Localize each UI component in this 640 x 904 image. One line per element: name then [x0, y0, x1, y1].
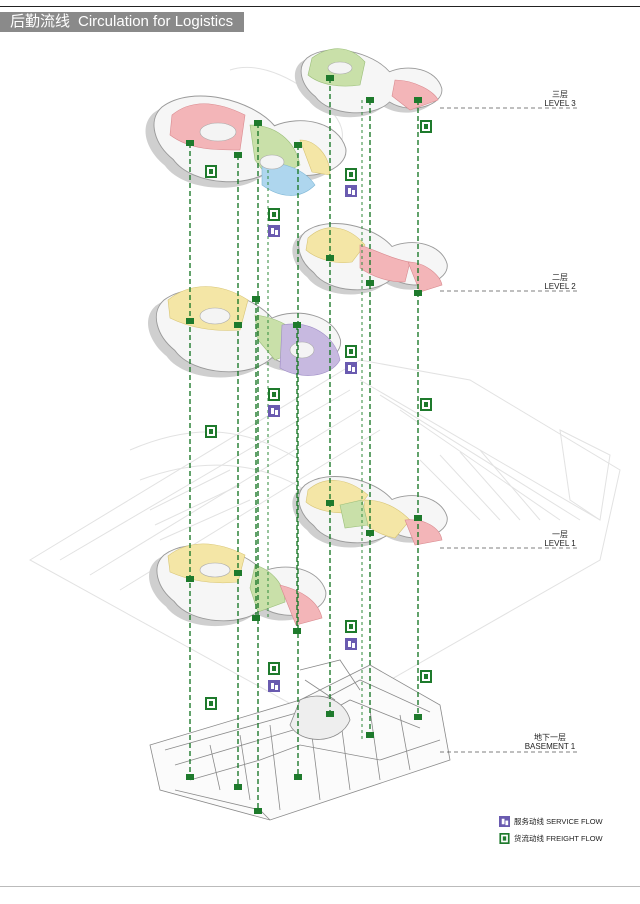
elevator-freight-icon	[205, 425, 217, 438]
level-3-plan	[145, 95, 347, 196]
elevator-freight-icon	[420, 120, 432, 133]
bottom-rule	[0, 886, 640, 887]
legend-service: 服务动线 SERVICE FLOW	[499, 816, 603, 827]
lift-nodes	[186, 75, 422, 814]
elevator-freight-icon	[205, 165, 217, 178]
top-rule	[0, 6, 640, 7]
elevator-service-icon	[268, 225, 280, 237]
elevator-service-icon	[345, 638, 357, 650]
elevator-service-icon	[345, 362, 357, 374]
level-3-cn: 三层	[552, 90, 568, 99]
basement-1-cn: 地下一层	[534, 733, 566, 742]
elevator-freight-icon	[205, 697, 217, 710]
elevator-service-icon	[499, 816, 510, 827]
freight-flow-lines	[189, 78, 419, 812]
level-3-en: LEVEL 3	[544, 99, 576, 108]
basement-1-label: 地下一层 BASEMENT 1	[515, 733, 585, 751]
elevator-service-icon	[268, 405, 280, 417]
level-1-plan	[292, 476, 448, 548]
elevator-freight-icon	[420, 670, 432, 683]
legend-freight: 货流动线 FREIGHT FLOW	[499, 833, 603, 844]
basement-1-plan	[149, 659, 451, 821]
level-leaders	[440, 107, 580, 753]
level-1-cn: 一层	[552, 530, 568, 539]
level-2-lower-plan	[148, 286, 342, 378]
elevator-freight-icon	[345, 620, 357, 633]
elevator-service-icon	[268, 680, 280, 692]
legend-freight-label: 货流动线 FREIGHT FLOW	[514, 834, 603, 843]
level-2-plan	[292, 223, 448, 295]
level-2-en: LEVEL 2	[544, 282, 576, 291]
level-1-lower-plan	[149, 543, 327, 627]
level-2-cn: 二层	[552, 273, 568, 282]
elevator-freight-icon	[268, 388, 280, 401]
legend-service-label: 服务动线 SERVICE FLOW	[514, 817, 603, 826]
elevator-service-icon	[345, 185, 357, 197]
level-1-en: LEVEL 1	[544, 539, 576, 548]
elevator-freight-icon	[420, 398, 432, 411]
elevator-freight-icon	[345, 345, 357, 358]
title-english: Circulation for Logistics	[78, 13, 234, 30]
elevator-freight-icon	[268, 662, 280, 675]
basement-1-en: BASEMENT 1	[524, 742, 576, 751]
elevator-freight-icon	[499, 833, 510, 844]
level-3-upper-plan	[294, 48, 443, 118]
level-1-label: 一层 LEVEL 1	[530, 530, 590, 548]
level-2-label: 二层 LEVEL 2	[530, 273, 590, 291]
page-title: 后勤流线 Circulation for Logistics	[0, 12, 244, 32]
elevator-freight-icon	[268, 208, 280, 221]
elevator-freight-icon	[345, 168, 357, 181]
level-3-label: 三层 LEVEL 3	[530, 90, 590, 108]
title-chinese: 后勤流线	[10, 13, 71, 30]
